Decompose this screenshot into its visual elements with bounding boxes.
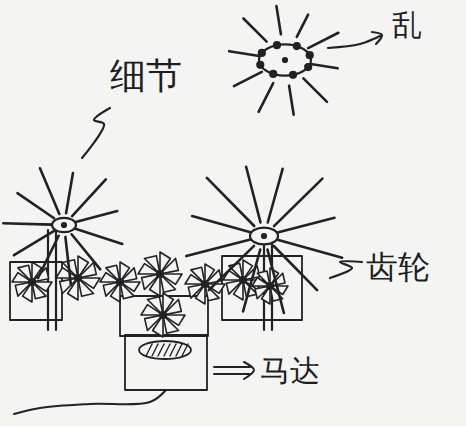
gear [100, 262, 140, 302]
bristle [259, 83, 274, 112]
sketch-lines [3, 6, 382, 414]
gear [12, 262, 52, 302]
bristle [72, 234, 101, 269]
bristle [289, 86, 294, 115]
arrow-head [372, 32, 382, 44]
bristle [274, 179, 322, 227]
leader-arrow [82, 108, 110, 158]
bristle-knot [307, 52, 313, 58]
brush-hub [259, 44, 311, 75]
motor-hatch [152, 344, 158, 356]
bristle [268, 250, 284, 313]
gear-hub [117, 279, 123, 285]
gear-hub [157, 271, 163, 277]
bristle [17, 193, 54, 218]
bristle [243, 18, 266, 41]
bristle [277, 240, 342, 258]
bristle [274, 246, 317, 290]
bristle-knot [305, 64, 311, 70]
gear-hub [75, 275, 81, 281]
bristle [234, 72, 262, 86]
left-brush [3, 168, 122, 284]
bristle-knot [270, 71, 276, 77]
leader-arrow [330, 261, 362, 278]
bristle [40, 168, 59, 214]
right-brush [186, 167, 342, 313]
bristle [297, 15, 308, 37]
bristle [278, 218, 335, 233]
bristle [311, 64, 338, 68]
hub-dot [62, 223, 66, 227]
bristle [66, 173, 73, 213]
bristle-knot [274, 42, 280, 48]
gear [252, 268, 288, 304]
bristle [246, 167, 260, 223]
motor-body [139, 341, 191, 359]
bristle [65, 237, 71, 285]
bristle [75, 229, 122, 244]
detail-label: 细节 [110, 56, 182, 96]
bristle [192, 216, 250, 232]
arrow-head [244, 362, 254, 379]
bristle [209, 246, 254, 290]
bristle [38, 236, 59, 278]
gear-label: 齿轮 [366, 250, 430, 285]
gear [138, 252, 182, 296]
bristle [207, 178, 254, 226]
bristle [303, 78, 327, 102]
brush-hub [52, 218, 76, 232]
gear-hub [29, 279, 35, 285]
hub-dot [283, 58, 287, 62]
bristle-knot [259, 50, 265, 56]
bristle-knot [294, 43, 300, 49]
bristle-knot [290, 72, 296, 78]
bristle [276, 6, 280, 34]
gear-hub [160, 312, 166, 318]
bristle-knot [257, 62, 263, 68]
brush-hub [250, 228, 278, 245]
motor-hatch [182, 344, 188, 356]
bristle [72, 179, 106, 216]
bristle [229, 51, 259, 56]
gear-hub [240, 277, 246, 283]
loose-brush [229, 6, 338, 115]
bristle [243, 249, 260, 311]
bristle [76, 211, 118, 222]
gear-housing [10, 262, 62, 320]
gear [185, 264, 225, 304]
gear-hub [202, 281, 208, 287]
motor-hatch [170, 344, 176, 356]
bristle [268, 169, 283, 223]
double-arrow [214, 373, 250, 375]
motor-box [125, 335, 207, 390]
bristle [3, 223, 52, 224]
motor-hatch [146, 344, 152, 356]
bristle [14, 231, 54, 255]
motor-hatch [176, 344, 182, 356]
motor-label: 马达 [260, 354, 320, 387]
bristle [308, 33, 338, 48]
motor-hatch [164, 344, 170, 356]
hub-dot [262, 234, 266, 238]
motor-hatch [158, 344, 164, 356]
bristle [186, 240, 250, 257]
cable [14, 390, 166, 414]
gear-hub [267, 283, 273, 289]
leader-arrow [328, 36, 380, 48]
mess-label: 乱 [392, 8, 422, 41]
shaft [47, 230, 49, 330]
gear [141, 293, 185, 337]
double-arrow [214, 366, 250, 368]
